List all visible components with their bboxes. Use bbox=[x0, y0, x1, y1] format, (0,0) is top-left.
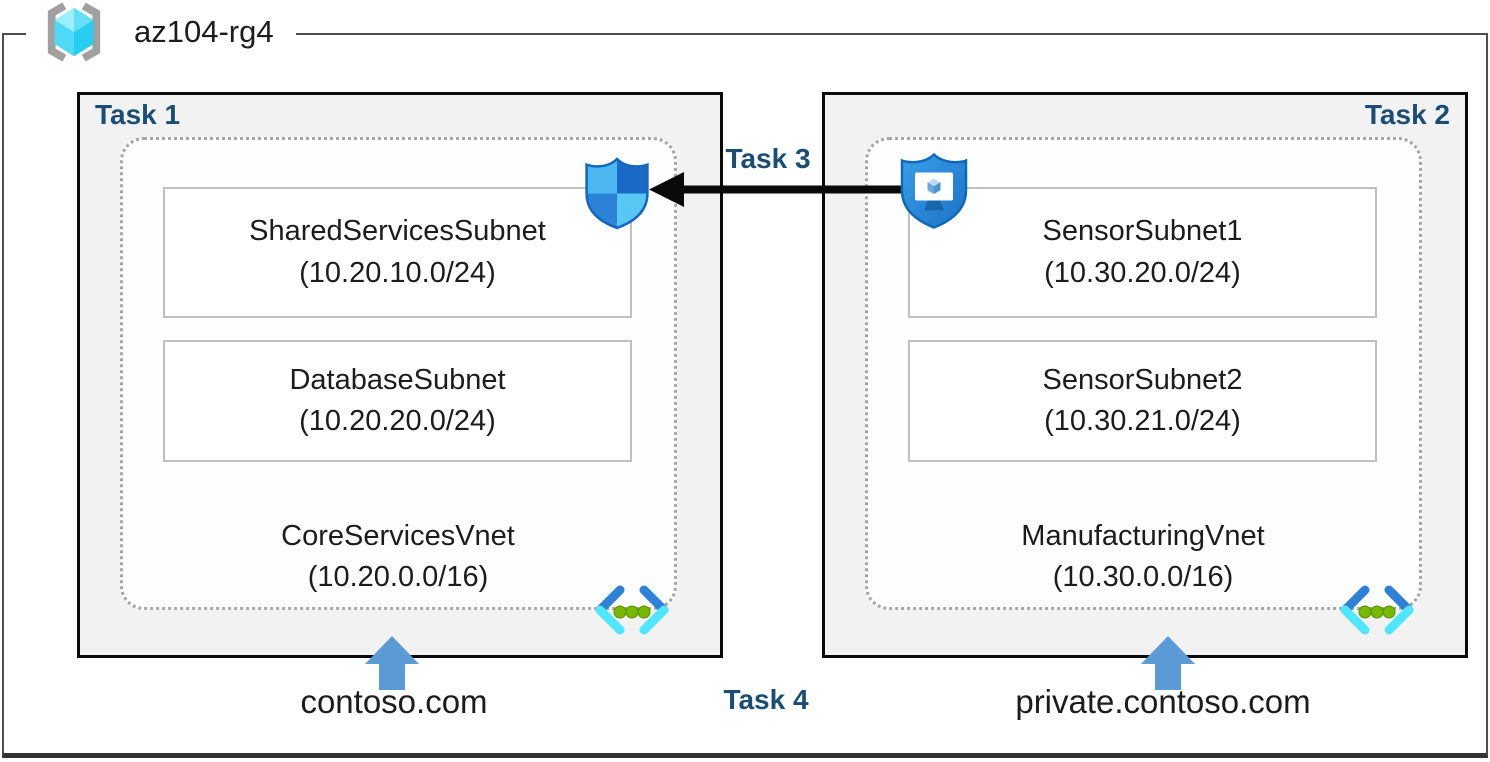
subnet-box-sensor1: SensorSubnet1 (10.30.20.0/24) bbox=[908, 187, 1377, 318]
vnet-label-manufacturing: ManufacturingVnet (10.30.0.0/16) bbox=[913, 516, 1373, 598]
dns-zone-label-contoso: contoso.com bbox=[300, 683, 488, 720]
subnet-box-sensor2: SensorSubnet2 (10.30.21.0/24) bbox=[908, 340, 1377, 462]
resource-group-header: az104-rg4 bbox=[26, 2, 296, 62]
subnet-name: SharedServicesSubnet bbox=[249, 215, 546, 248]
vnet-name: CoreServicesVnet bbox=[281, 520, 515, 552]
subnet-box-sharedservices: SharedServicesSubnet (10.20.10.0/24) bbox=[163, 187, 632, 318]
resource-group-name: az104-rg4 bbox=[134, 14, 274, 49]
subnet-cidr: (10.20.20.0/24) bbox=[299, 405, 496, 437]
task2-label: Task 2 bbox=[1364, 99, 1450, 130]
virtual-network-brackets-icon bbox=[595, 585, 669, 635]
task4-label: Task 4 bbox=[723, 684, 809, 715]
subnet-name: SensorSubnet1 bbox=[1042, 215, 1243, 248]
dns-zone-label-private-contoso: private.contoso.com bbox=[1015, 683, 1311, 720]
vnet-cidr: (10.20.0.0/16) bbox=[307, 561, 489, 594]
subnet-box-database: DatabaseSubnet (10.20.20.0/24) bbox=[163, 340, 632, 462]
subnet-cidr: (10.30.21.0/24) bbox=[1044, 405, 1241, 437]
task3-label: Task 3 bbox=[725, 143, 811, 174]
network-security-group-shield-icon bbox=[585, 157, 649, 230]
shield-monitor-icon bbox=[900, 152, 968, 229]
vnet-label-coreservices: CoreServicesVnet (10.20.0.0/16) bbox=[168, 516, 628, 598]
virtual-network-brackets-icon bbox=[1340, 585, 1414, 635]
subnet-name: DatabaseSubnet bbox=[289, 363, 506, 396]
subnet-cidr: (10.20.10.0/24) bbox=[299, 256, 496, 289]
subnet-name: SensorSubnet2 bbox=[1042, 363, 1243, 396]
vnet-cidr: (10.30.0.0/16) bbox=[1052, 561, 1234, 594]
subnet-cidr: (10.30.20.0/24) bbox=[1044, 256, 1241, 289]
resource-group-cube-icon bbox=[47, 2, 101, 62]
task1-label: Task 1 bbox=[95, 99, 181, 130]
vnet-name: ManufacturingVnet bbox=[1021, 520, 1265, 552]
